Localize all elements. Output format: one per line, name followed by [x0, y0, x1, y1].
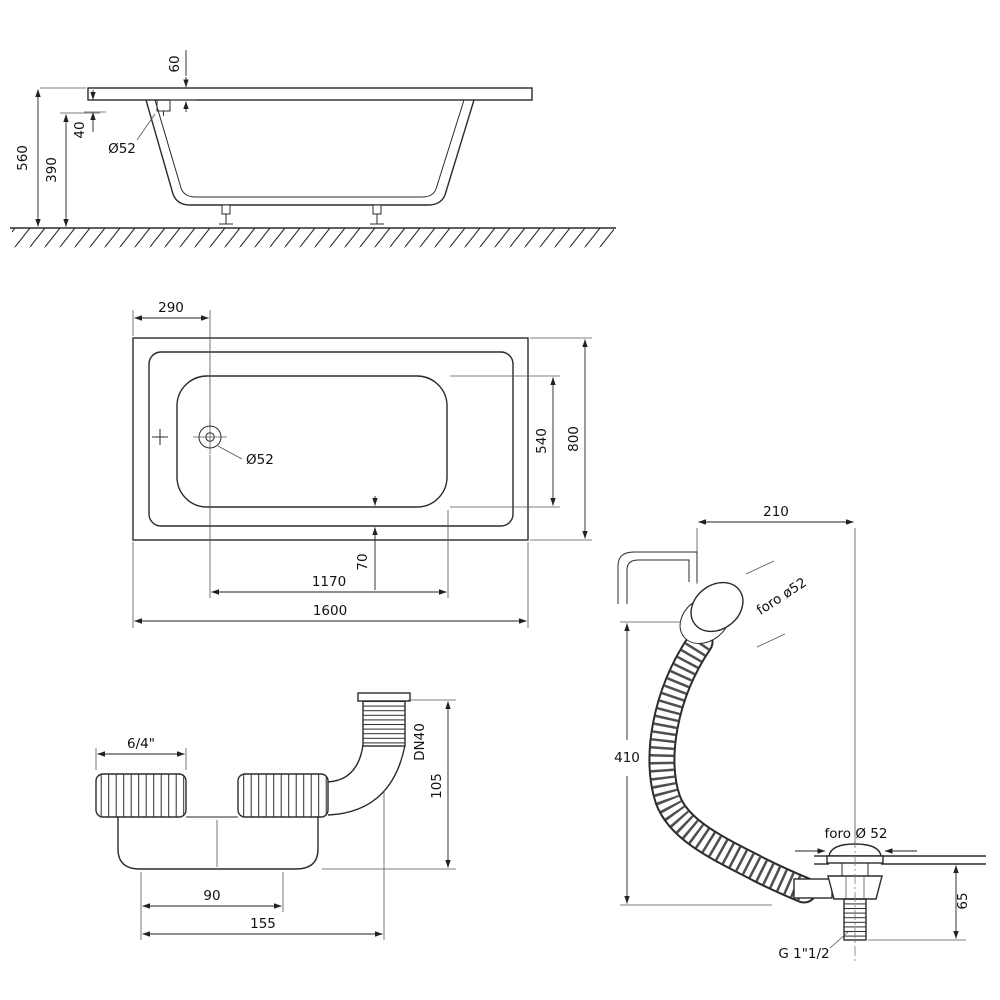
side-dimension-lines [35, 50, 196, 227]
side-view: 560 390 40 60 Ø52 [10, 50, 616, 248]
flexible-overflow-hose [648, 628, 818, 904]
dim-label-overflow-width: 210 [763, 504, 789, 520]
dim-label-length: 1600 [313, 603, 347, 619]
top-view: Ø52 290 540 800 70 1170 1600 [132, 300, 592, 628]
drain-hole-label-side: Ø52 [108, 141, 136, 157]
trap-body [117, 817, 319, 870]
tub-rim-profile [87, 87, 533, 101]
dim-label-rim-drop: 40 [72, 121, 88, 138]
trap-elbow-outer [327, 744, 406, 816]
mounting-bracket [617, 551, 698, 604]
dim-label-drain-inset: 60 [167, 55, 183, 72]
dim-label-span-total: 155 [250, 916, 276, 932]
thread-leader-line [829, 931, 849, 949]
trap-outlet-flange [357, 692, 411, 702]
dim-label-width: 800 [566, 426, 582, 452]
drain-outlet-profile [156, 100, 171, 116]
overflow-dimension-lines [620, 519, 856, 906]
dim-label-drain-from-left: 290 [158, 300, 184, 316]
dim-label-overflow-height: 410 [614, 750, 640, 766]
overflow-hole-label: foro ø52 [754, 575, 810, 619]
thread-label: G 1"1/2 [778, 946, 829, 962]
overflow-drain-view: foro ø52 210 410 foro Ø 52 [614, 504, 986, 962]
tub-center-mark [152, 429, 168, 445]
hose-inlet-nut [793, 878, 833, 899]
drain-assembly [793, 838, 884, 962]
tub-outer-shell [145, 99, 475, 206]
tub-rim-edge [148, 351, 514, 527]
drain-trap-view: 6/4" DN40 105 90 155 [95, 692, 456, 940]
dim-label-inner-width: 540 [534, 428, 550, 454]
tub-floor-section [814, 855, 986, 865]
overflow-hole-ticks [745, 560, 786, 648]
dim-label-span-inner: 90 [203, 888, 220, 904]
dim-label-total-height: 560 [15, 145, 31, 171]
ground-hatching [12, 228, 614, 248]
outlet-label-dn40: DN40 [412, 723, 428, 761]
overflow-fitting-cap [679, 581, 744, 644]
dim-label-nut-size: 6/4" [127, 736, 155, 752]
under-depth-dimension [868, 865, 966, 941]
trap-elbow-inner [327, 744, 364, 783]
dim-label-floor-length: 1170 [312, 574, 346, 590]
drain-leader-line [217, 445, 243, 460]
dim-label-floor-offset: 70 [355, 553, 371, 570]
drain-leader-line [136, 113, 156, 141]
drain-hole-label-top: Ø52 [246, 452, 274, 468]
tub-feet [219, 204, 384, 225]
drain-hole-label: foro Ø 52 [825, 826, 888, 842]
trap-left-nut [95, 773, 187, 818]
dim-label-under-depth: 65 [955, 892, 971, 909]
tub-inner-shell [154, 99, 465, 198]
dim-label-depth: 390 [44, 157, 60, 183]
tub-outer-edge [132, 337, 529, 541]
trap-right-nut [237, 773, 329, 818]
top-dimension-lines [132, 310, 592, 628]
trap-outlet-ribbed [362, 699, 406, 747]
trap-dimension-lines [95, 699, 456, 940]
dim-label-trap-height: 105 [429, 773, 445, 799]
tub-floor-edge [176, 375, 448, 508]
